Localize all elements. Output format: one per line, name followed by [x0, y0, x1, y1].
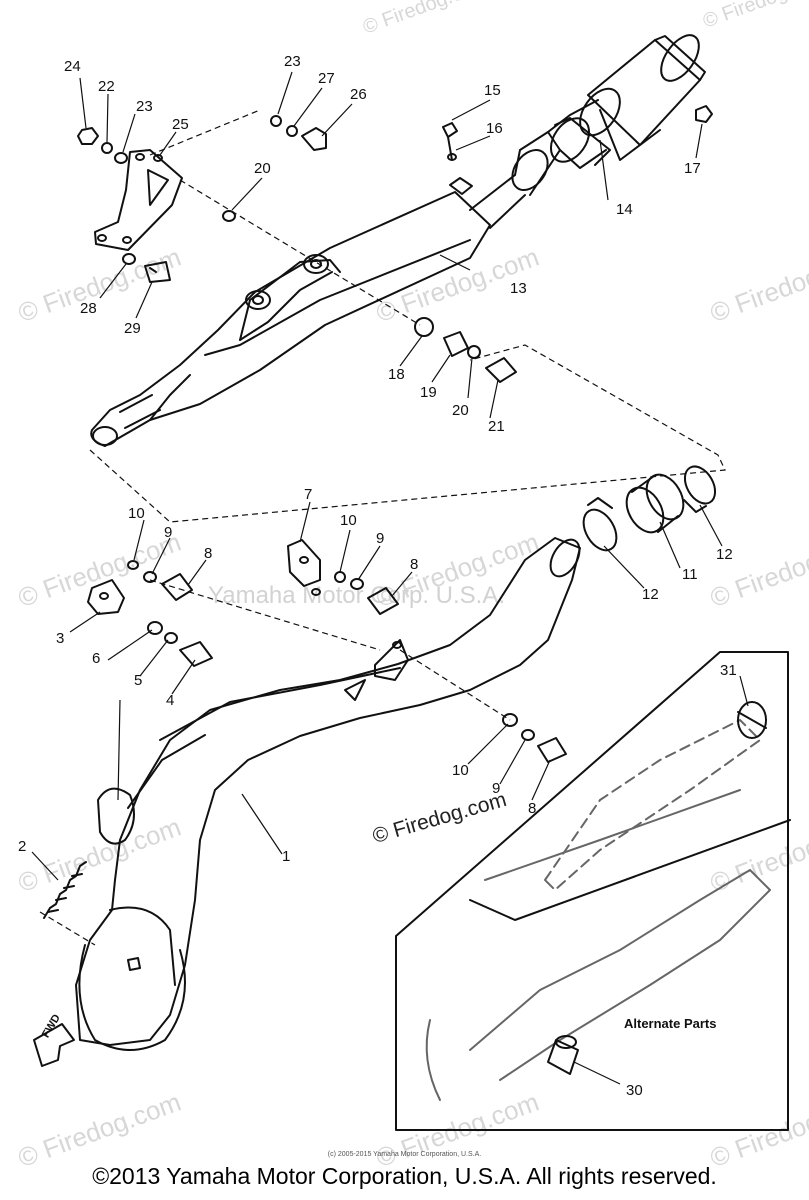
hangers: [87, 539, 567, 763]
callout-10: 10: [340, 512, 357, 529]
callout-23: 23: [284, 53, 301, 70]
muffler-13: [90, 34, 706, 447]
callout-8: 8: [410, 556, 419, 573]
callout-1: 1: [282, 848, 291, 865]
watermark-corp: Yamaha Motor Corp. U.S.A.: [208, 582, 505, 609]
callout-30: 30: [626, 1082, 643, 1099]
callout-26: 26: [350, 86, 367, 103]
callout-9: 9: [492, 780, 501, 797]
callout-22: 22: [98, 78, 115, 95]
callout-9: 9: [376, 530, 385, 547]
callout-15: 15: [484, 82, 501, 99]
callout-20: 20: [452, 402, 469, 419]
callout-12: 12: [642, 586, 659, 603]
callout-8: 8: [204, 545, 213, 562]
callout-7: 7: [304, 486, 313, 503]
bracket-25: [94, 149, 183, 251]
callout-12: 12: [716, 546, 733, 563]
callout-27: 27: [318, 70, 335, 87]
callout-31: 31: [720, 662, 737, 679]
callout-11: 11: [682, 566, 698, 583]
inset-label: Alternate Parts: [624, 1016, 717, 1031]
callout-3: 3: [56, 630, 65, 647]
callout-6: 6: [92, 650, 101, 667]
callout-13: 13: [510, 280, 527, 297]
callout-23: 23: [136, 98, 153, 115]
callout-8: 8: [528, 800, 537, 817]
callout-24: 24: [64, 58, 81, 75]
callout-18: 18: [388, 366, 405, 383]
hardware-top: [77, 105, 713, 383]
footer-copyright: ©2013 Yamaha Motor Corporation, U.S.A. A…: [92, 1163, 717, 1189]
callout-20: 20: [254, 160, 271, 177]
callout-14: 14: [616, 201, 633, 218]
callout-17: 17: [684, 160, 701, 177]
callout-25: 25: [172, 116, 189, 133]
callout-19: 19: [420, 384, 437, 401]
exhaust-pipe-1: [75, 537, 581, 1051]
callout-9: 9: [164, 524, 173, 541]
small-copyright: (c) 2005-2015 Yamaha Motor Corporation, …: [327, 1151, 482, 1158]
inset-box: [395, 651, 791, 1131]
callout-16: 16: [486, 120, 503, 137]
fwd-arrow: [33, 1023, 75, 1067]
callout-2: 2: [18, 838, 27, 855]
spring-2: [43, 861, 87, 919]
callout-5: 5: [134, 672, 143, 689]
callout-29: 29: [124, 320, 141, 337]
joint-11: [582, 465, 717, 552]
callout-21: 21: [488, 418, 505, 435]
callout-10: 10: [128, 505, 145, 522]
callout-10: 10: [452, 762, 469, 779]
callout-28: 28: [80, 300, 97, 317]
callout-4: 4: [166, 692, 175, 709]
